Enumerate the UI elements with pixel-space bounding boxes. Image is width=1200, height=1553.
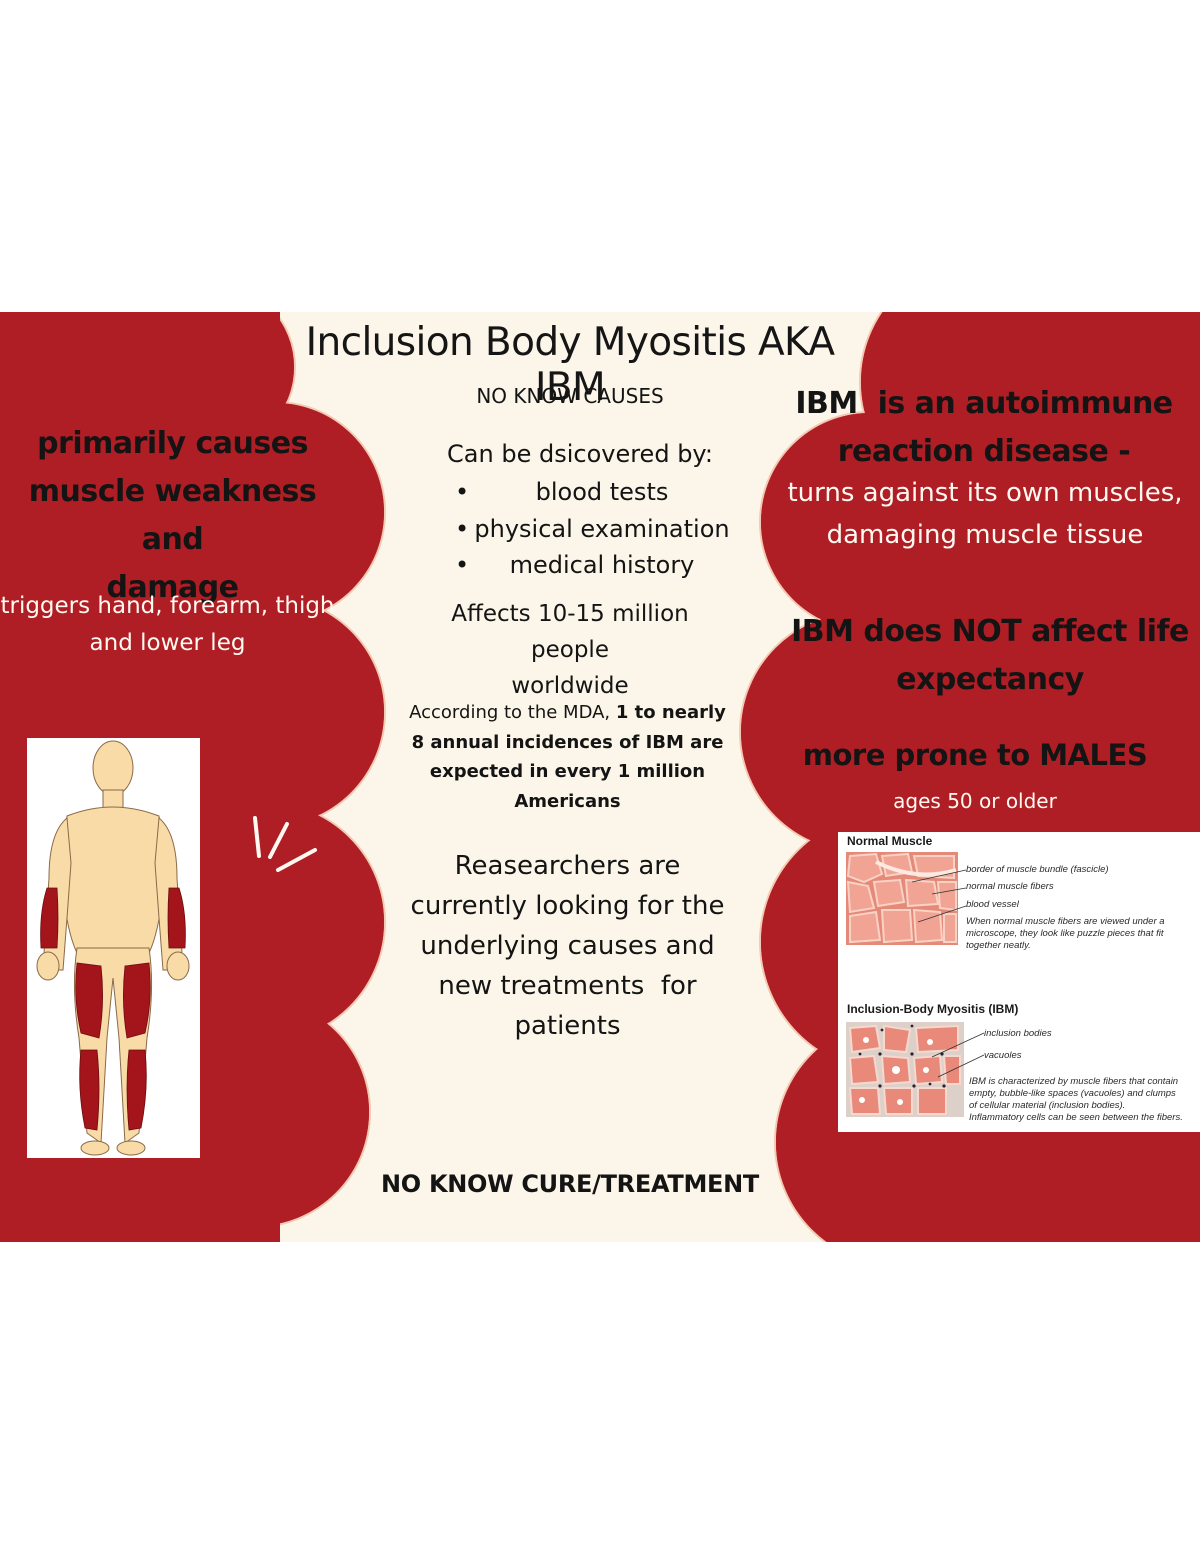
discovery-heading: Can be dsicovered by: — [447, 440, 713, 468]
list-item: •medical history — [455, 551, 695, 579]
muscle-comparison-figure: Normal Muscle — [838, 832, 1200, 1132]
list-item: •physical examination — [455, 514, 730, 543]
male-prone-heading: more prone to MALES — [802, 738, 1148, 772]
research-text: Reasearchers are currently looking for t… — [410, 851, 725, 1041]
age-subtext: ages 50 or older — [893, 789, 1057, 813]
normal-muscle-note: When normal muscle fibers are viewed und… — [966, 916, 1165, 951]
leader-lines — [911, 869, 967, 923]
ibm-muscle-note: IBM is characterized by muscle fibers th… — [969, 1076, 1183, 1123]
life-expectancy-heading: IBM does NOT affect life expectancy — [791, 614, 1189, 697]
list-item: •blood tests — [455, 478, 669, 506]
emphasis-lines-icon — [253, 816, 317, 872]
ibm-muscle-micrograph — [846, 1022, 964, 1117]
left-subtext: triggers hand, forearm, thigh and lower … — [0, 593, 335, 656]
normal-muscle-title: Normal Muscle — [847, 834, 933, 848]
left-heading: primarily causes muscle weakness and dam… — [28, 426, 317, 605]
autoimmune-subtext: turns against its own muscles, damaging … — [787, 478, 1183, 550]
ibm-muscle-title: Inclusion-Body Myositis (IBM) — [847, 1002, 1019, 1016]
human-body-muscles-illustration — [27, 738, 200, 1158]
autoimmune-heading: IBM is an autoimmune reaction disease - — [795, 386, 1173, 469]
leader-lines — [931, 1032, 985, 1078]
ibm-poster: Inclusion Body Myositis AKA IBM NO KNOW … — [0, 312, 1200, 1242]
normal-muscle-micrograph — [846, 852, 958, 945]
no-causes-note: NO KNOW CAUSES — [476, 384, 664, 408]
no-cure-text: NO KNOW CURE/TREATMENT — [381, 1170, 759, 1198]
poster-title: Inclusion Body Myositis AKA IBM — [305, 320, 835, 410]
discovery-methods-list: •blood tests •physical examination •medi… — [455, 478, 735, 588]
